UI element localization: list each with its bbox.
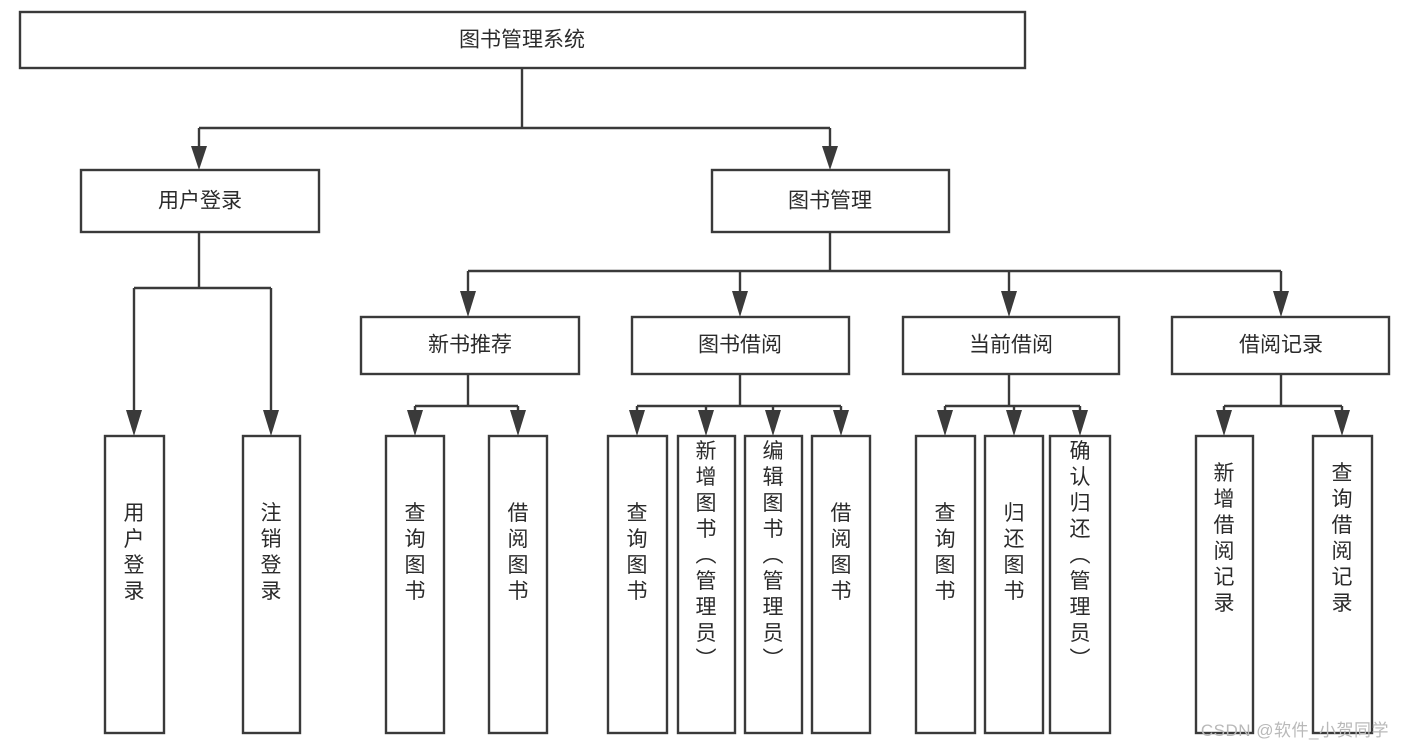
node-leaf-confirm-return-admin[interactable]: 确认归还︵管理员︶ — [1048, 434, 1112, 735]
node-leaf-borrow-book[interactable]: 借阅图书 — [810, 434, 872, 735]
node-leaf-edit-book-admin-label: 编辑图书︵管理员︶ — [763, 440, 784, 671]
arrow-head-new-book-recommend — [460, 291, 476, 317]
arrow-head-leaf-add-book-admin — [698, 410, 714, 436]
node-leaf-confirm-return-admin-label: 确认归还︵管理员︶ — [1070, 440, 1091, 671]
csdn-watermark: CSDN @软件_小贺同学 — [1200, 721, 1389, 740]
node-leaf-query-book-borrow-label: 查询图书 — [627, 502, 648, 603]
node-user-login[interactable]: 用户登录 — [79, 168, 321, 234]
node-borrow-record-box — [1170, 315, 1391, 376]
node-leaf-query-borrow-record-box — [1311, 434, 1374, 735]
arrow-head-leaf-borrow-book — [833, 410, 849, 436]
arrow-head-user-login — [191, 146, 207, 170]
arrow-head-leaf-logout-login — [263, 410, 279, 436]
node-leaf-return-book-label: 归还图书 — [1004, 502, 1025, 603]
arrow-head-leaf-user-login — [126, 410, 142, 436]
node-leaf-return-book[interactable]: 归还图书 — [983, 434, 1045, 735]
node-leaf-query-book-borrow[interactable]: 查询图书 — [606, 434, 669, 735]
node-current-borrow-box — [901, 315, 1121, 376]
node-leaf-query-borrow-record[interactable]: 查询借阅记录 — [1311, 434, 1374, 735]
node-current-borrow[interactable]: 当前借阅 — [901, 315, 1121, 376]
node-leaf-add-borrow-record-label: 新增借阅记录 — [1214, 462, 1235, 615]
arrow-head-leaf-query-borrow-record — [1334, 410, 1350, 436]
node-leaf-user-login[interactable]: 用户登录 — [103, 434, 166, 735]
arrow-head-leaf-borrow-book-recommend — [510, 410, 526, 436]
arrow-head-leaf-return-book — [1006, 410, 1022, 436]
node-leaf-add-book-admin-label: 新增图书︵管理员︶ — [696, 440, 717, 671]
node-leaf-borrow-book-recommend-box — [487, 434, 549, 735]
node-new-book-recommend-label: 新书推荐 — [428, 334, 512, 357]
node-borrow-record[interactable]: 借阅记录 — [1170, 315, 1391, 376]
node-book-management[interactable]: 图书管理 — [710, 168, 951, 234]
node-leaf-query-book-recommend[interactable]: 查询图书 — [384, 434, 446, 735]
arrow-head-current-borrow — [1001, 291, 1017, 317]
arrow-head-leaf-add-borrow-record — [1216, 410, 1232, 436]
node-leaf-edit-book-admin-box — [743, 434, 804, 735]
node-leaf-borrow-book-label: 借阅图书 — [831, 502, 852, 603]
arrow-head-book-borrow — [732, 291, 748, 317]
node-new-book-recommend[interactable]: 新书推荐 — [359, 315, 581, 376]
node-leaf-borrow-book-recommend-label: 借阅图书 — [508, 502, 529, 603]
node-leaf-edit-book-admin[interactable]: 编辑图书︵管理员︶ — [743, 434, 804, 735]
node-leaf-borrow-book-box — [810, 434, 872, 735]
node-root[interactable]: 图书管理系统 — [18, 10, 1027, 70]
node-book-management-label: 图书管理 — [788, 190, 872, 213]
node-leaf-logout-login-label: 注销登录 — [261, 502, 282, 603]
node-leaf-query-book-current-label: 查询图书 — [935, 502, 956, 603]
node-user-login-box — [79, 168, 321, 234]
node-leaf-query-book-recommend-box — [384, 434, 446, 735]
node-user-login-label: 用户登录 — [158, 190, 242, 213]
node-leaf-borrow-book-recommend[interactable]: 借阅图书 — [487, 434, 549, 735]
node-leaf-query-borrow-record-label: 查询借阅记录 — [1332, 462, 1353, 615]
connector-layer — [126, 68, 1350, 436]
arrow-head-leaf-query-book-current — [937, 410, 953, 436]
arrow-head-leaf-query-book-borrow — [629, 410, 645, 436]
arrow-head-book-management — [822, 146, 838, 170]
node-book-management-box — [710, 168, 951, 234]
node-root-label: 图书管理系统 — [459, 29, 585, 52]
arrow-head-leaf-confirm-return-admin — [1072, 410, 1088, 436]
node-leaf-return-book-box — [983, 434, 1045, 735]
node-leaf-user-login-label: 用户登录 — [124, 502, 145, 603]
node-borrow-record-label: 借阅记录 — [1239, 334, 1323, 357]
arrow-head-leaf-query-book-recommend — [407, 410, 423, 436]
arrow-head-leaf-edit-book-admin — [765, 410, 781, 436]
node-new-book-recommend-box — [359, 315, 581, 376]
node-leaf-logout-login-box — [241, 434, 302, 735]
node-leaf-query-book-borrow-box — [606, 434, 669, 735]
node-leaf-query-book-recommend-label: 查询图书 — [405, 502, 426, 603]
node-leaf-user-login-box — [103, 434, 166, 735]
node-leaf-add-borrow-record-box — [1194, 434, 1255, 735]
node-leaf-query-book-current[interactable]: 查询图书 — [914, 434, 977, 735]
node-leaf-add-borrow-record[interactable]: 新增借阅记录 — [1194, 434, 1255, 735]
node-leaf-query-book-current-box — [914, 434, 977, 735]
node-leaf-add-book-admin-box — [676, 434, 737, 735]
node-root-box — [18, 10, 1027, 70]
node-leaf-confirm-return-admin-box — [1048, 434, 1112, 735]
node-current-borrow-label: 当前借阅 — [969, 334, 1053, 357]
node-book-borrow-label: 图书借阅 — [698, 334, 782, 357]
arrow-head-borrow-record — [1273, 291, 1289, 317]
node-leaf-add-book-admin[interactable]: 新增图书︵管理员︶ — [676, 434, 737, 735]
node-book-borrow-box — [630, 315, 851, 376]
node-leaf-logout-login[interactable]: 注销登录 — [241, 434, 302, 735]
node-book-borrow[interactable]: 图书借阅 — [630, 315, 851, 376]
